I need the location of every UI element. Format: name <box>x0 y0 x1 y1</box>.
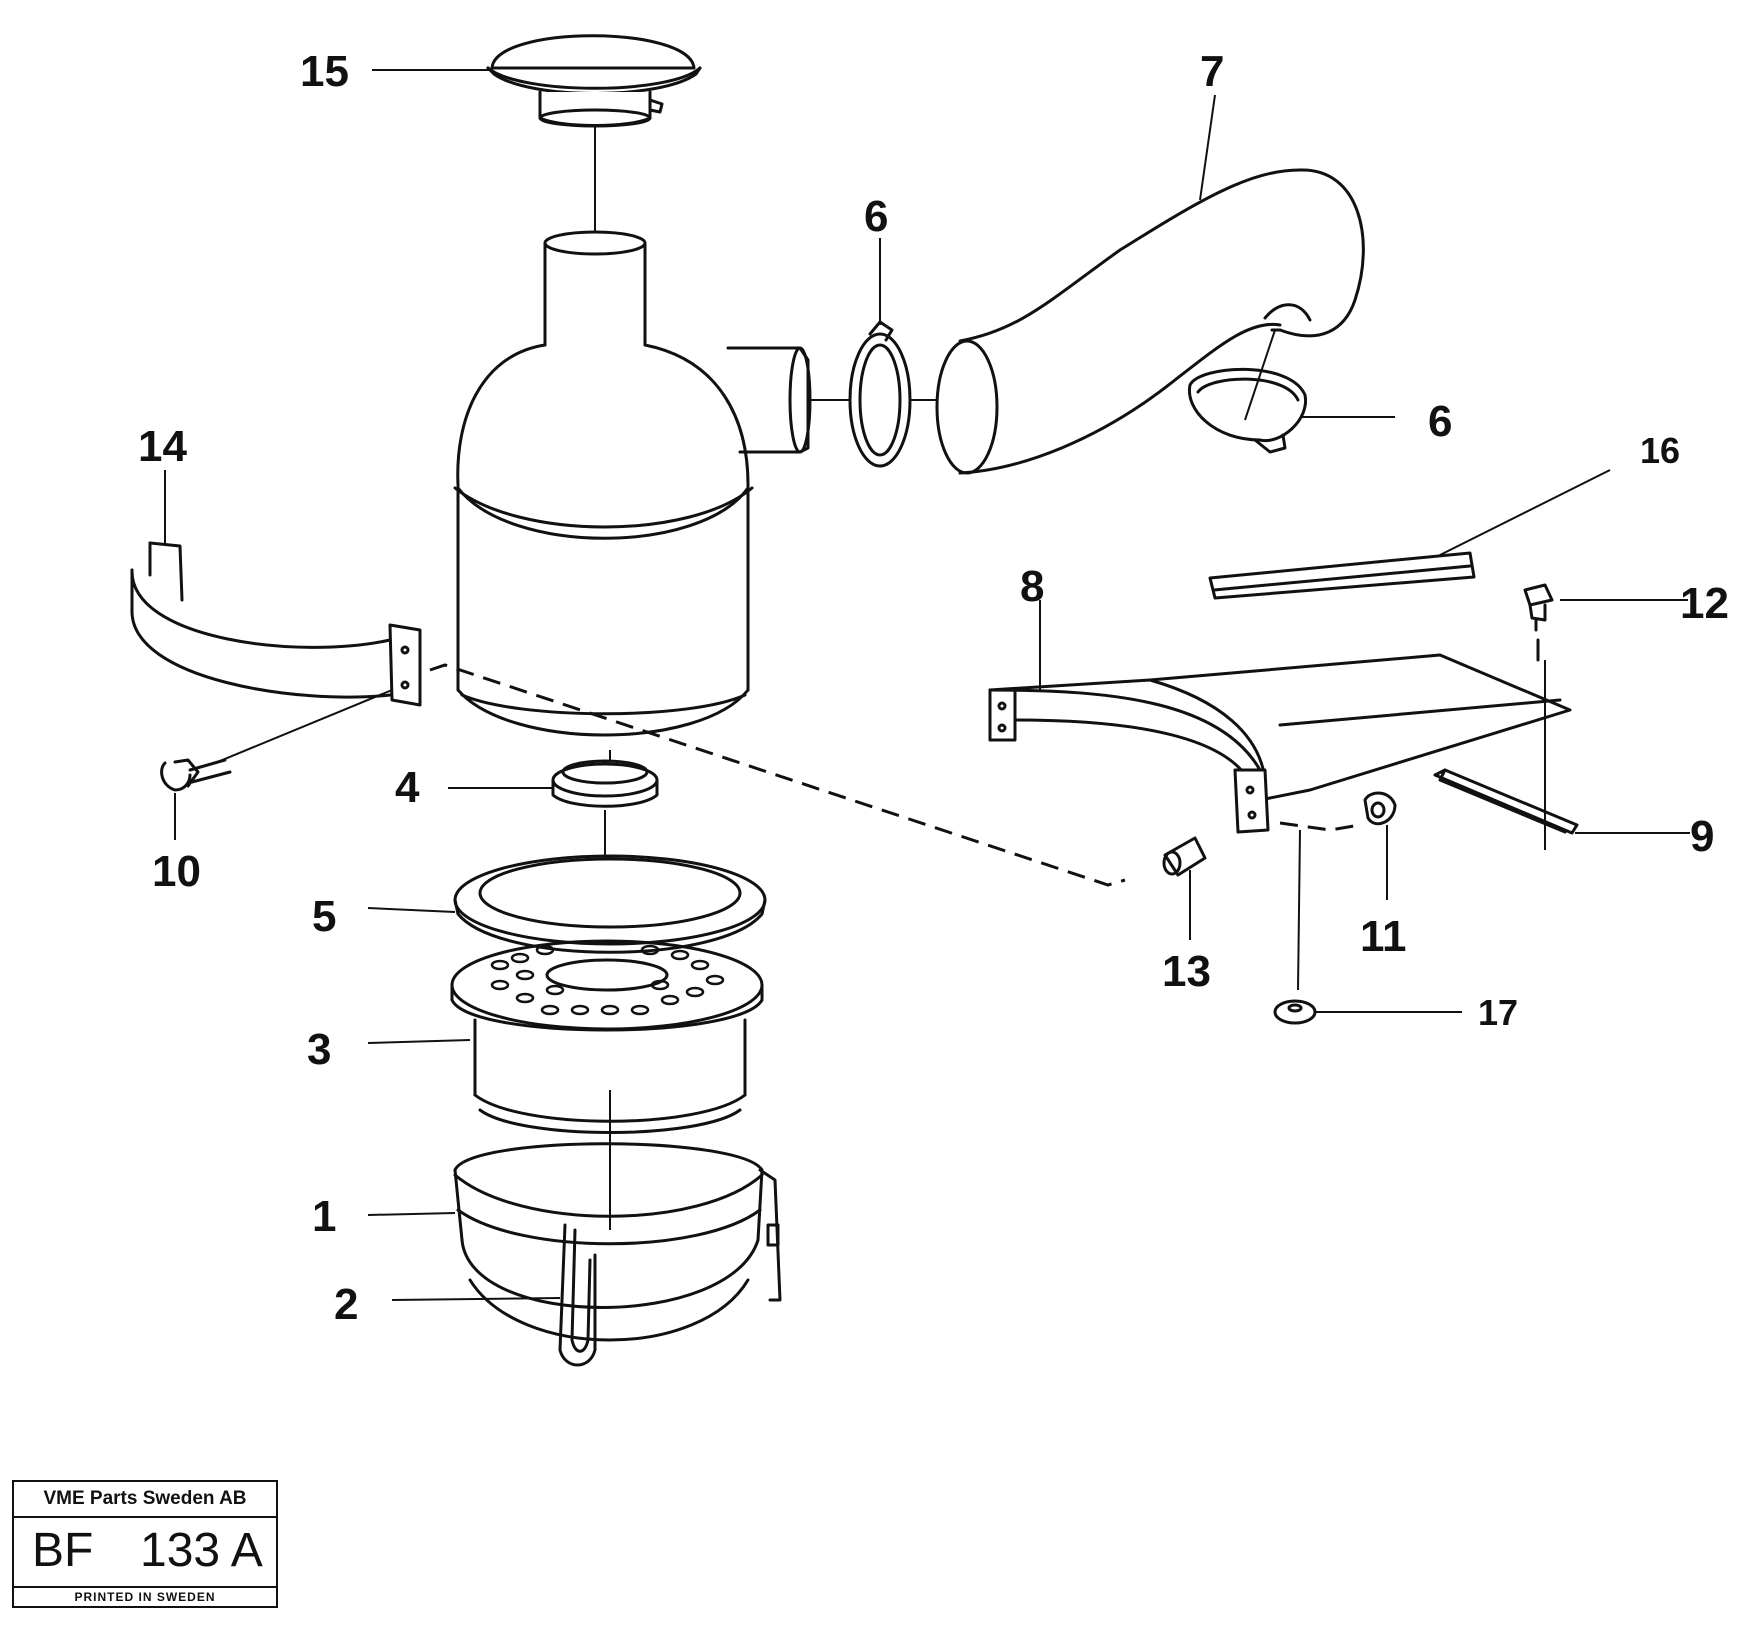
part-4-seal-ring <box>551 759 659 808</box>
part-14-mounting-strap <box>130 541 422 707</box>
air-cleaner-housing <box>453 230 812 737</box>
callout-5: 5 <box>312 892 337 941</box>
part-5-gasket <box>453 854 767 954</box>
title-block: VME Parts Sweden AB BF 133 A PRINTED IN … <box>12 1480 278 1608</box>
filter-perforations <box>490 944 725 1016</box>
part-11-nut <box>1363 791 1397 826</box>
callout-17: 17 <box>1478 992 1519 1033</box>
callout-16: 16 <box>1640 430 1681 471</box>
drawing-code-prefix: BF <box>32 1524 94 1577</box>
callout-1: 1 <box>312 1192 337 1241</box>
printed-note: PRINTED IN SWEDEN <box>74 1590 216 1604</box>
callout-12: 12 <box>1680 579 1729 628</box>
assembly-lines <box>214 127 1546 1230</box>
callout-2: 2 <box>334 1280 359 1329</box>
part-1-oil-bowl <box>453 1142 764 1342</box>
drawing-code: BF 133 A <box>14 1516 276 1588</box>
callout-7: 7 <box>1200 47 1225 96</box>
part-12-bolt <box>1523 583 1554 662</box>
callout-4: 4 <box>395 763 420 812</box>
part-2-retaining-clip <box>558 1168 782 1367</box>
part-15-rain-cap <box>486 34 702 128</box>
callout-13: 13 <box>1162 947 1211 996</box>
drawing-code-number: 133 A <box>140 1524 263 1577</box>
part-10-bolt <box>160 758 232 792</box>
leader-lines <box>164 69 1690 1301</box>
part-7-air-hose <box>935 168 1365 475</box>
part-6-hose-clamp <box>848 320 912 468</box>
callout-8: 8 <box>1020 562 1045 611</box>
callout-9: 9 <box>1690 812 1715 861</box>
part-16-rubber-strip <box>1208 551 1476 600</box>
callout-15: 15 <box>300 47 349 96</box>
part-13-spacer <box>1162 836 1207 877</box>
part-8-bracket <box>988 653 1572 834</box>
callout-10: 10 <box>152 847 201 896</box>
callout-6-upper: 6 <box>864 192 889 241</box>
company-name: VME Parts Sweden AB <box>14 1482 276 1518</box>
callout-11: 11 <box>1360 912 1407 961</box>
part-17-washer <box>1273 999 1317 1025</box>
callout-6-lower: 6 <box>1428 397 1453 446</box>
callout-14: 14 <box>138 422 187 471</box>
dashed-assembly-line <box>429 663 1361 887</box>
part-9-flat-strip <box>1433 768 1579 835</box>
part-6-hose-clamp-lower <box>1187 367 1307 454</box>
callout-3: 3 <box>307 1025 332 1074</box>
